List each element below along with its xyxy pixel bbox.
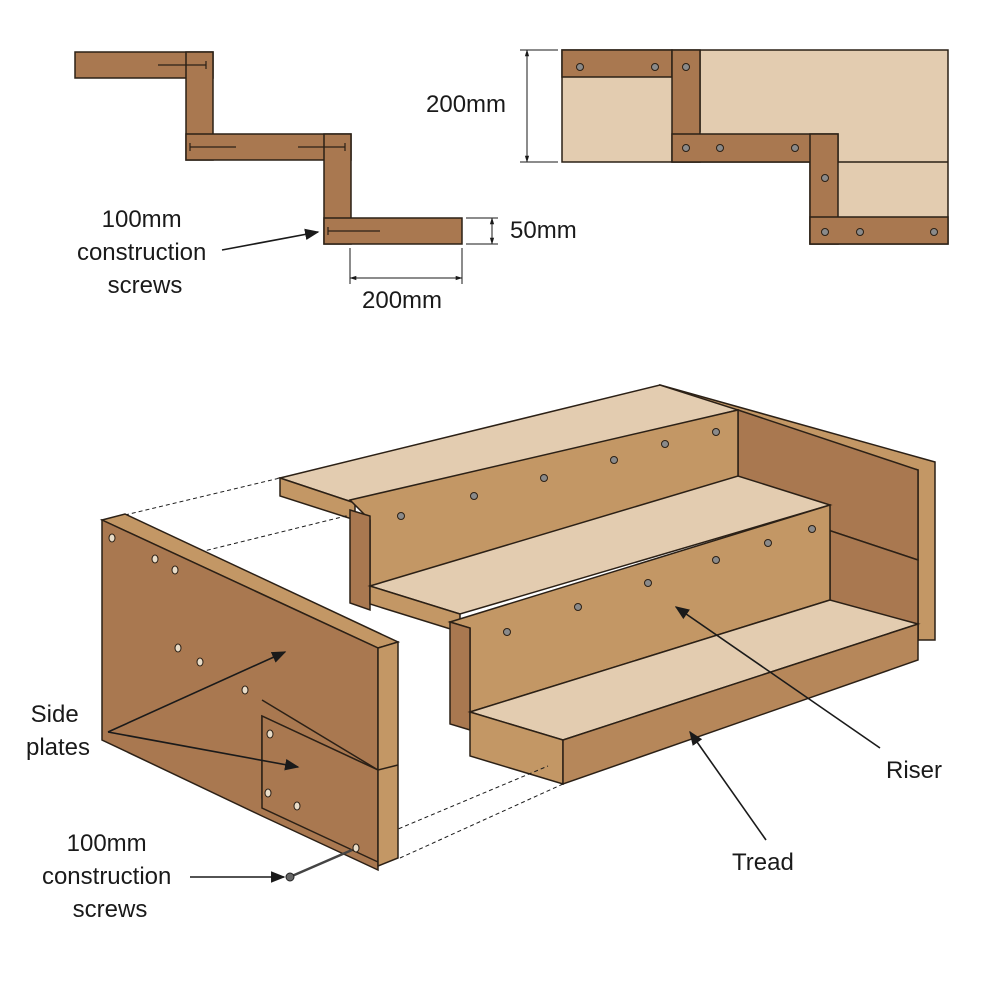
construction-screw-icon [298,143,346,151]
side-elevation-screws [576,63,938,236]
screws-label-bottom: 100mm construction screws [42,830,178,923]
construction-screw-icon [158,61,207,69]
alignment-lines [124,477,564,859]
side-plate-screw-holes [108,533,360,853]
riser-screws [397,428,816,636]
section-dimensions [349,217,498,284]
arrow-icon [674,606,881,749]
screws-label-top: 100mm construction screws [77,206,213,299]
section-screws [158,61,380,235]
construction-screw-icon [327,227,380,235]
arrow-icon [221,228,320,251]
front-side-plate [99,513,401,872]
bottom-tread [467,599,921,786]
arrow-icon [107,651,287,733]
riser-label: Riser [886,757,942,784]
side-plates-label: Side plates [26,701,90,761]
arrow-icon [689,730,767,841]
dim-height-label: 50mm [510,217,577,244]
arrow-icon [107,731,300,771]
construction-screw-icon [285,848,353,882]
side-elevation [561,49,949,245]
elevation-dimension [520,49,558,163]
construction-screw-icon [189,143,236,151]
tread-label: Tread [732,849,794,876]
dim-width-label: 200mm [362,287,442,314]
elevation-height-label: 200mm [426,91,506,118]
